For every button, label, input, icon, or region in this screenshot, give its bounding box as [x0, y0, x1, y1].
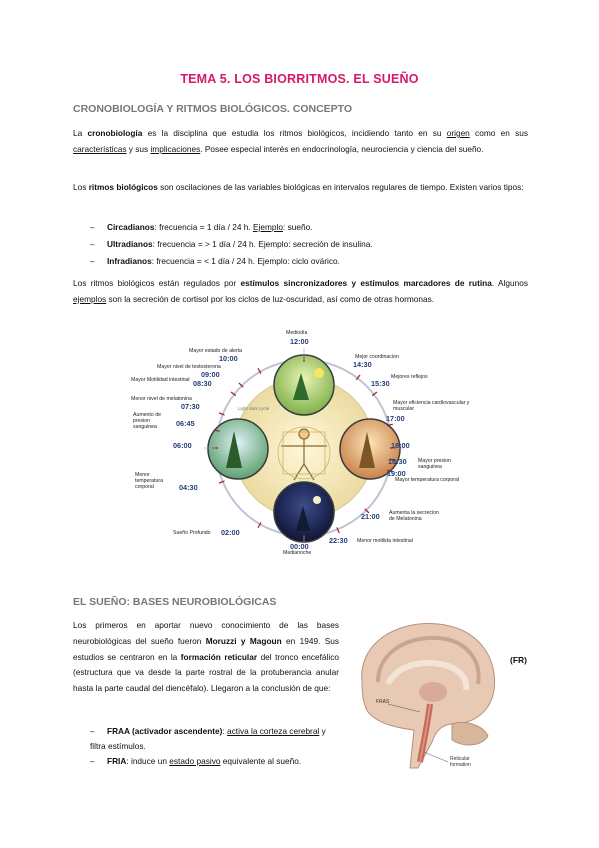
event-label: Mayor Motilidad intestinal [131, 377, 190, 383]
reticular-label-2: formation [450, 762, 471, 768]
paragraph-regulacion: Los ritmos biológicos están regulados po… [73, 278, 529, 304]
event-time: 18:30 [388, 457, 407, 466]
clock-tick [257, 522, 262, 528]
event-label: Mayor estado de alerta [189, 348, 243, 354]
event-time: 22:30 [329, 536, 348, 545]
clock-tick [230, 391, 237, 397]
event-label: Mayor presion sanguinea [418, 458, 451, 470]
event-time: 21:00 [361, 512, 380, 521]
event-label: Menor motilida intestinal [357, 538, 413, 544]
event-label: Aumento de presion sanguinea [133, 412, 161, 430]
event-time: 18:00 [391, 441, 410, 450]
event-label: Mejor coordinacion [355, 354, 399, 360]
event-label: Sueño Profundo [173, 530, 211, 536]
event-label: Menor nivel de melatonina [131, 396, 192, 402]
noon-label: Mediodía [286, 330, 308, 336]
paragraph-ritmos: Los ritmos biológicos son oscilaciones d… [73, 182, 524, 192]
clock-tick [257, 368, 262, 374]
paragraph-moruzzi: Los primeros en aportar nuevo conocimien… [73, 620, 340, 694]
clock-tick [336, 527, 340, 534]
paragraph-cronobiologia: La cronobiología es la disciplina que es… [73, 128, 528, 154]
event-label: Mayor eficiencia cardiovascular y muscul… [393, 400, 470, 412]
midnight-label: Medianoche [283, 550, 312, 556]
event-label: Mayor nivel de testosterona [157, 364, 221, 370]
event-time: 04:30 [179, 483, 198, 492]
fras-label: FRAS [376, 699, 390, 705]
clock-tick [364, 508, 370, 514]
event-time: 14:30 [353, 360, 372, 369]
clock-tick [355, 374, 361, 381]
event-label: Menor temperatura corporal [135, 472, 163, 490]
reticular-label-1: Reticular [450, 756, 470, 762]
clock-tick [218, 412, 225, 416]
clock-tick [213, 429, 220, 432]
list-item: –Ultradianos: frecuencia = > 1 día / 24 … [90, 239, 373, 249]
event-time: 08:30 [193, 379, 212, 388]
event-time: 07:30 [181, 402, 200, 411]
midnight-time: 00:00 [290, 542, 309, 551]
event-label: Mayor temperatura corporal [395, 477, 460, 483]
list-item: –Infradianos: frecuencia = < 1 día / 24 … [90, 256, 340, 266]
section-heading-sueno: EL SUEÑO: BASES NEUROBIOLÓGICAS [73, 596, 277, 608]
circadian-clock-graphic [204, 348, 404, 548]
brain-section-image: FRAS Reticular formation [348, 612, 503, 772]
clock-tick [386, 469, 394, 473]
clock-tick [386, 423, 394, 427]
list-item: –Circadianos: frecuencia = 1 día / 24 h.… [90, 222, 313, 232]
event-label: Mejores reflejos [391, 374, 428, 380]
human-figure-icon [277, 426, 331, 481]
clock-tick [238, 382, 244, 388]
noon-time: 12:00 [290, 337, 309, 346]
fr-label: (FR) [510, 655, 527, 665]
center-label: Light dark cycle [238, 406, 270, 411]
event-time: 09:00 [201, 370, 220, 379]
event-time: 19:00 [387, 469, 406, 478]
event-label: Aumenta la secrecion de Melatonina [389, 510, 439, 522]
list-item: –FRAA (activador ascendente): activa la … [90, 726, 326, 751]
event-time: 17:00 [386, 414, 405, 423]
page-title: TEMA 5. LOS BIORRITMOS. EL SUEÑO [180, 72, 419, 86]
event-time: 02:00 [221, 528, 240, 537]
event-time: 15:30 [371, 379, 390, 388]
clock-tick [371, 391, 378, 397]
clock-tick [389, 458, 396, 461]
event-time: 10:00 [219, 354, 238, 363]
event-time: 06:00 [173, 441, 192, 450]
morning-scene-icon [207, 418, 269, 480]
event-time: 06:45 [176, 419, 195, 428]
clock-tick [218, 480, 225, 484]
list-item: –FRIA: induce un estado pasivo equivalen… [90, 756, 302, 766]
section-heading-cronobiologia: CRONOBIOLOGÍA Y RITMOS BIOLÓGICOS. CONCE… [73, 103, 353, 115]
circadian-clock-diagram: Mediodía 12:00 00:00 Medianoche Light da… [121, 328, 486, 556]
